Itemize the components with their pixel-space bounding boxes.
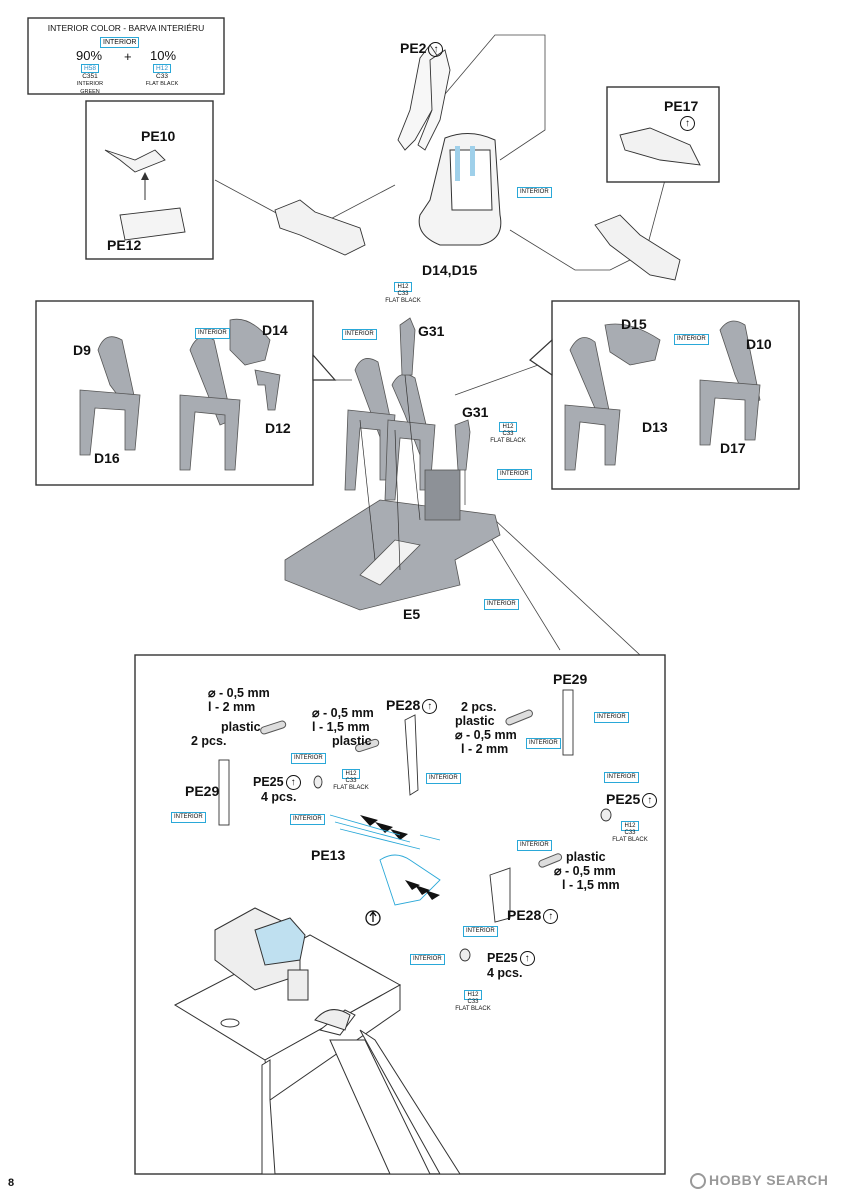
label-pe13: PE13 [311,847,346,863]
label-pe2: PE2↑ [400,40,444,57]
label-d16: D16 [94,450,120,466]
label-pe12: PE12 [107,237,142,253]
tag-flat-black: FLAT BLACK [385,298,421,304]
tag-h12: H12 [499,422,517,432]
label-d15: D15 [621,316,647,332]
tag-interior-g31a: INTERIOR [342,329,377,340]
tag-h12: H12 [342,769,360,779]
color-legend-name-tag: INTERIOR [100,37,140,48]
tag-h12: H12 [394,282,412,292]
tag-flat-black: FLAT BLACK [490,438,526,444]
color-plus: + [124,49,132,64]
label-d13: D13 [642,419,668,435]
rotate-arrow-icon: ↑ [422,698,438,714]
watermark: HOBBY SEARCH [690,1172,828,1190]
tag-interior-pe29b: INTERIOR [594,712,629,723]
tag-interior-pe25c: INTERIOR [410,954,445,965]
rotate-arrow-icon: ↑ [285,775,301,791]
tag-interior-e5: INTERIOR [484,599,519,610]
rotate-arrow-icon: ↑ [543,908,559,924]
label-pe25b: PE25↑ [606,791,658,808]
paint-tag-pe25a: H12 C33 FLAT BLACK [326,769,376,792]
tag-interior-rod1: INTERIOR [291,753,326,764]
tag-interior-rod3: INTERIOR [526,738,561,749]
tag-c33: C33 [397,291,409,297]
tag-flat-black: FLAT BLACK [612,837,648,843]
label-pe25c: PE25↑4 pcs. [487,951,535,980]
color-legend: INTERIOR COLOR - BARVA INTERIÉRU INTERIO… [28,18,224,96]
label-pe17: PE17↑ [664,98,699,131]
rotate-arrow-icon: ↑ [428,41,444,57]
tag-interior-left: INTERIOR [195,328,230,339]
label-g31a: G31 [418,323,445,339]
label-d14: D14 [262,322,288,338]
color-pct-1: 90% [76,48,103,63]
label-pe28a: PE28↑ [386,697,438,714]
tag-c33: C33 [502,431,514,437]
paint-tag-pe25c: H12 C33 FLAT BLACK [448,990,498,1013]
color-2-name: FLAT BLACK [145,81,179,87]
tag-interior-seat: INTERIOR [517,187,552,198]
color-2-code2: C33 [156,73,168,80]
tag-flat-black: FLAT BLACK [455,1006,491,1012]
label-pe10: PE10 [141,128,176,144]
color-legend-title: INTERIOR COLOR - BARVA INTERIÉRU [47,23,205,33]
paint-tag-g31b: H12 C33 FLAT BLACK [483,422,533,445]
color-1-code2: C351 [82,73,98,80]
color-pct-2: 10% [150,48,177,63]
paint-tag-g31a: H12 C33 FLAT BLACK [378,282,428,305]
color-1-name: INTERIOR GREEN [76,81,104,95]
color-1-code: H58 [81,64,99,73]
tag-interior-pe28a: INTERIOR [426,773,461,784]
tag-h12: H12 [621,821,639,831]
rotate-arrow-icon: ↑ [642,792,658,808]
tag-interior-pe25b: INTERIOR [604,772,639,783]
tag-flat-black: FLAT BLACK [333,785,369,791]
tag-c33: C33 [624,830,636,836]
label-d14-d15: D14,D15 [422,262,478,278]
label-d10: D10 [746,336,772,352]
label-g31b: G31 [462,404,489,420]
tag-interior-pe25a: INTERIOR [290,814,325,825]
label-d17: D17 [720,440,746,456]
tag-interior-pe28b: INTERIOR [463,926,498,937]
label-pe28b: PE28↑ [507,907,559,924]
rotate-arrow-icon: ↑ [519,951,535,967]
page-number: 8 [8,1177,15,1189]
tag-interior-rod4: INTERIOR [517,840,552,851]
tag-interior-g31b: INTERIOR [497,469,532,480]
rotate-arrow-icon: ↑ [680,115,695,131]
label-pe29a: PE29 [185,783,220,799]
label-pe25a: PE25↑4 pcs. [253,775,301,804]
label-e5: E5 [403,606,421,622]
paint-tag-pe25b: H12 C33 FLAT BLACK [605,821,655,844]
label-pe29b: PE29 [553,671,588,687]
tag-c33: C33 [345,778,357,784]
tag-interior-pe29a: INTERIOR [171,812,206,823]
color-swatch-1: H58 C351 INTERIOR GREEN [70,64,110,96]
label-d12: D12 [265,420,291,436]
tag-interior-right: INTERIOR [674,334,709,345]
color-2-code: H12 [153,64,171,73]
tag-c33: C33 [467,999,479,1005]
watermark-logo-icon [690,1173,706,1190]
color-swatch-2: H12 C33 FLAT BLACK [140,64,184,88]
label-d9: D9 [73,342,91,358]
tag-h12: H12 [464,990,482,1000]
